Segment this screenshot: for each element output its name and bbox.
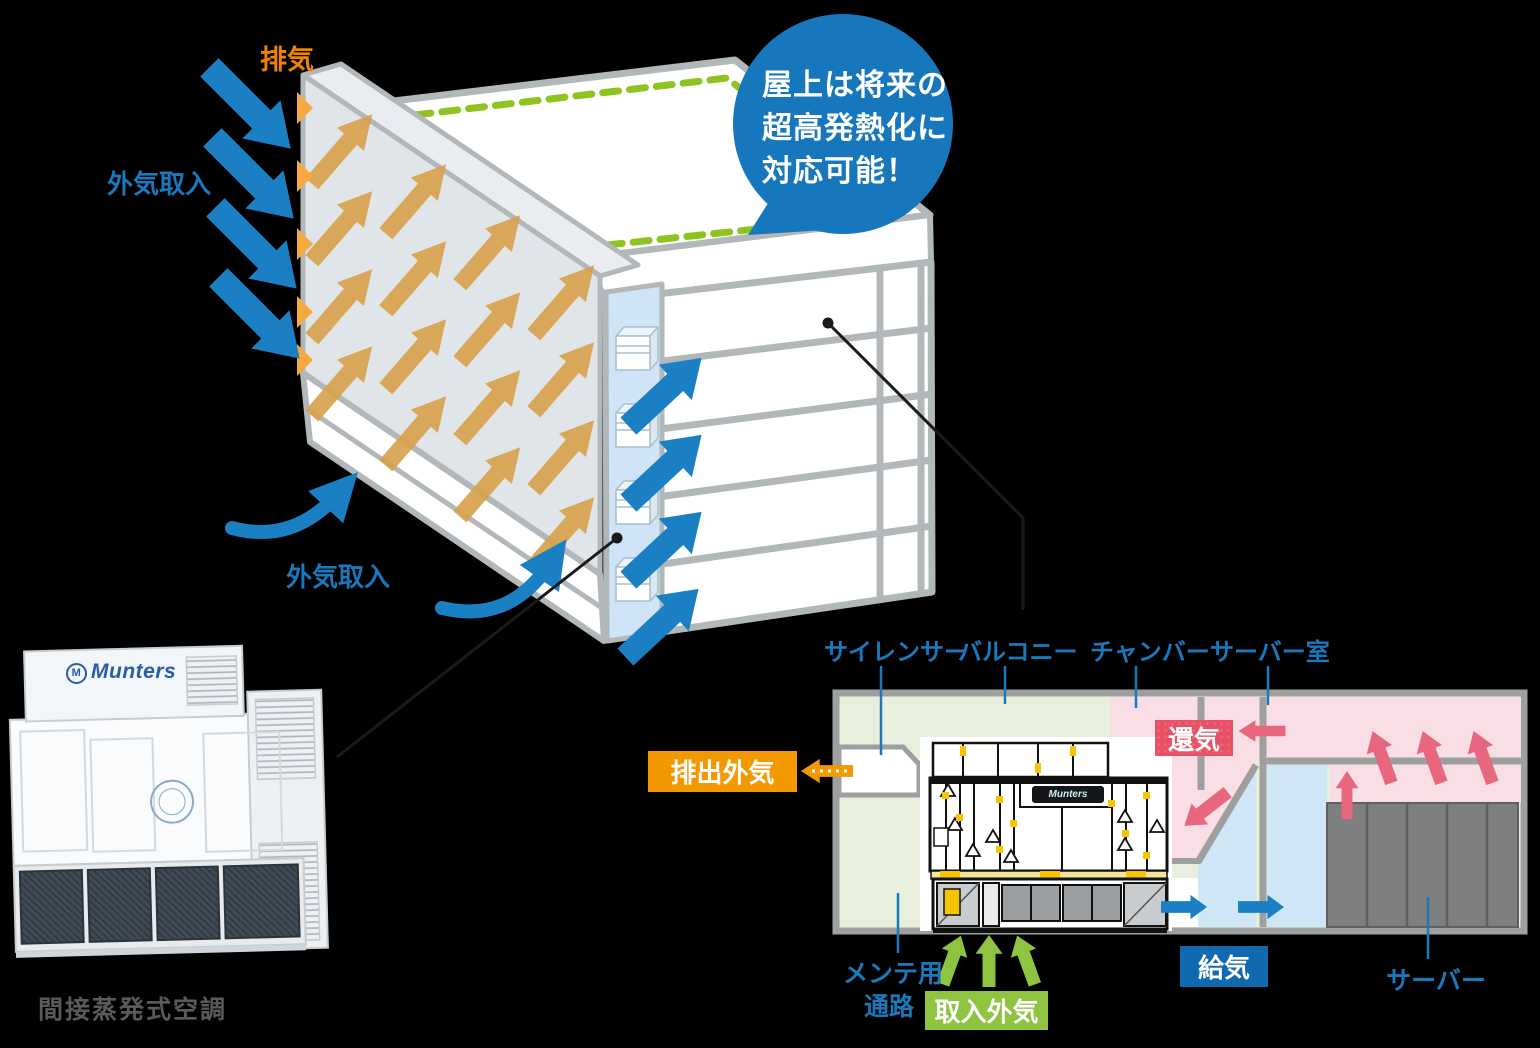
- bubble-line-2: 超高発熱化に: [762, 112, 948, 145]
- server-racks: [1326, 802, 1519, 928]
- supply-air-tag: 給気: [1180, 946, 1268, 987]
- label-server: サーバー: [1386, 967, 1486, 995]
- exhaust-outside-air-tag: 排出外気: [648, 751, 797, 792]
- callout-line-to-unit: [336, 536, 618, 759]
- exhaust-wall: [300, 61, 641, 644]
- unit-caption: 間接蒸発式空調: [38, 996, 228, 1024]
- plan-airflow-arrows: [801, 720, 1506, 990]
- intake-outside-air-tag: 取入外気: [925, 991, 1048, 1030]
- bubble-line-3: 対応可能！: [762, 155, 917, 188]
- exhaust-label: 排気: [260, 45, 314, 75]
- bubble-text: 屋上は将来の 超高発熱化に 対応可能！: [762, 64, 952, 193]
- bubble-line-1: 屋上は将来の: [762, 69, 948, 102]
- exhaust-wedge-icons: [297, 92, 313, 376]
- label-silencer: サイレンサー: [824, 639, 968, 666]
- label-balcony: バルコニー: [958, 639, 1078, 666]
- ahu-drawing-logo: Munters: [1032, 786, 1104, 803]
- callout-line-to-plan: [826, 321, 1025, 610]
- plan-label-lines: [879, 666, 1430, 959]
- label-chamber: チャンバー: [1090, 639, 1210, 666]
- return-air-tag: 還気: [1155, 720, 1233, 756]
- label-maintenance-line1: メンテ用: [843, 960, 944, 988]
- supply-corridor-right: [1267, 765, 1327, 927]
- callout-lines: [336, 317, 1025, 759]
- intake-shaft: [603, 281, 665, 644]
- label-server-room: サーバー室: [1210, 639, 1330, 666]
- silencer-room: [836, 744, 922, 798]
- intake-curved-arrows: [225, 472, 567, 619]
- ahu-drawing: [920, 737, 1172, 933]
- speech-bubble: [733, 14, 953, 235]
- outside-air-intake-label-top: 外気取入: [107, 169, 212, 199]
- munters-logo-icon: M: [66, 663, 87, 684]
- floor-plan: [801, 666, 1528, 990]
- chamber-area: [1172, 761, 1256, 861]
- label-maintenance-line2: 通路: [863, 993, 914, 1021]
- outside-air-intake-label-bottom: 外気取入: [286, 562, 391, 592]
- munters-unit-photo: [8, 644, 329, 958]
